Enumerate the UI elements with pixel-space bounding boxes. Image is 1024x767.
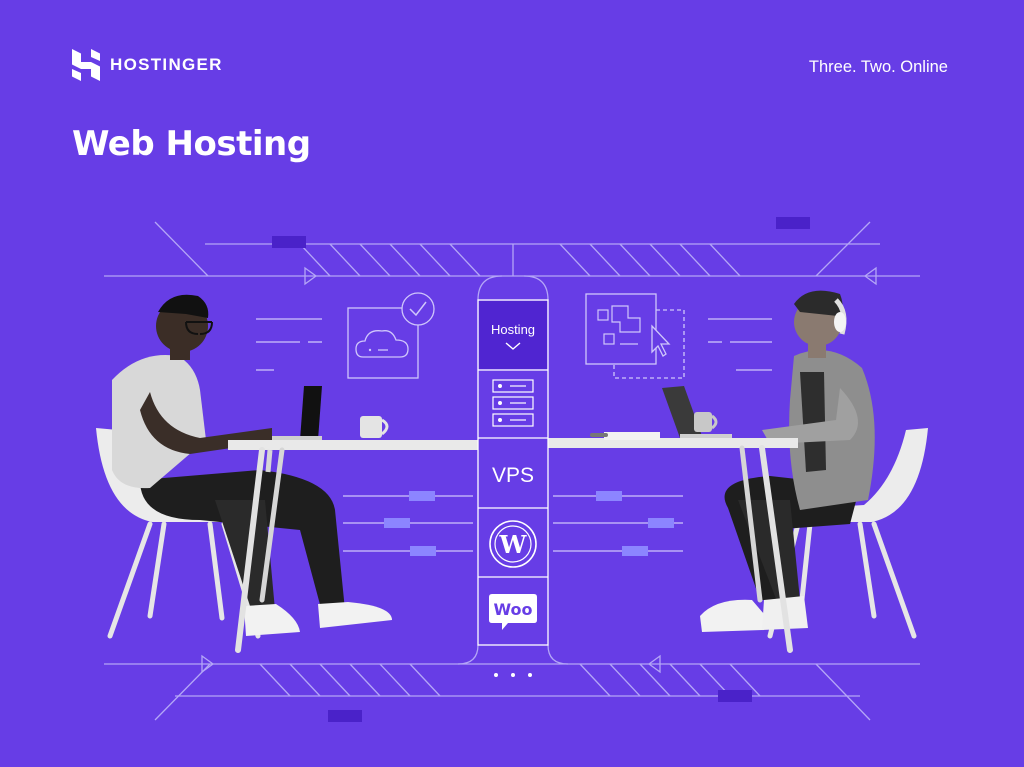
hosting-tile[interactable]: Hosting	[491, 322, 535, 350]
right-person-illustration	[700, 290, 928, 639]
page-title: Web Hosting	[72, 124, 311, 164]
cloud-box	[347, 307, 419, 379]
arrow-left-icon	[863, 266, 877, 286]
arrow-right-icon	[304, 266, 318, 286]
cloud-icon	[355, 330, 409, 358]
product-column	[477, 299, 549, 646]
arrow-left-icon	[647, 654, 661, 674]
rail-block	[328, 710, 362, 722]
vps-label: VPS	[492, 464, 534, 487]
notebook	[590, 432, 660, 440]
slider-lines-left	[343, 491, 473, 556]
top-rail-network	[104, 221, 920, 277]
right-mug-icon	[694, 412, 718, 432]
builder-box	[585, 293, 657, 365]
hostinger-h-logo-icon	[72, 49, 100, 81]
rail-block	[718, 690, 752, 702]
woo-badge: Woo	[489, 594, 537, 630]
rail-block	[272, 236, 306, 248]
server-rack-icon	[492, 379, 534, 427]
arrow-right-icon	[201, 654, 215, 674]
layout-builder-icon	[597, 305, 641, 345]
cursor-icon	[651, 324, 671, 357]
left-mug-icon	[360, 416, 389, 438]
decorative-lines	[256, 318, 322, 371]
loading-dots	[494, 673, 532, 677]
right-laptop	[662, 386, 732, 438]
decorative-lines	[708, 318, 772, 371]
left-desk	[228, 440, 478, 653]
brand-name: HOSTINGER	[110, 55, 223, 74]
rail-block	[776, 217, 810, 229]
woo-label: Woo	[493, 600, 532, 619]
svg-text:W: W	[499, 530, 528, 559]
tagline: Three. Two. Online	[808, 58, 948, 76]
left-laptop	[272, 386, 322, 440]
bottom-rail-network	[104, 663, 920, 721]
chevron-down-icon	[505, 342, 521, 350]
right-desk	[548, 438, 798, 653]
hosting-label: Hosting	[491, 322, 535, 337]
brand-logo[interactable]: HOSTINGER	[72, 49, 223, 81]
slider-lines-right	[553, 491, 683, 556]
left-person-illustration	[96, 294, 392, 639]
wordpress-logo-icon: W	[489, 520, 537, 568]
column-connectors	[457, 275, 569, 665]
checkmark-circle-icon	[401, 292, 435, 326]
